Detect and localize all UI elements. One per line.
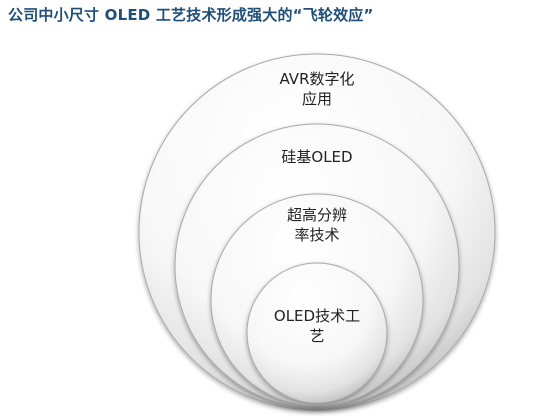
circle-label-line: 艺 [309, 327, 324, 345]
circle-oled-process [246, 262, 388, 404]
circle-label-line: 率技术 [294, 226, 339, 244]
circle-label-line: OLED技术工 [274, 307, 360, 325]
circle-label-line: 硅基OLED [281, 148, 352, 166]
diagram-title: 公司中小尺寸 OLED 工艺技术形成强大的“飞轮效应” [8, 6, 374, 24]
circle-label-line: 超高分辨 [287, 206, 347, 224]
circle-label-line: 应用 [302, 90, 332, 108]
circle-label-line: AVR数字化 [280, 70, 355, 88]
